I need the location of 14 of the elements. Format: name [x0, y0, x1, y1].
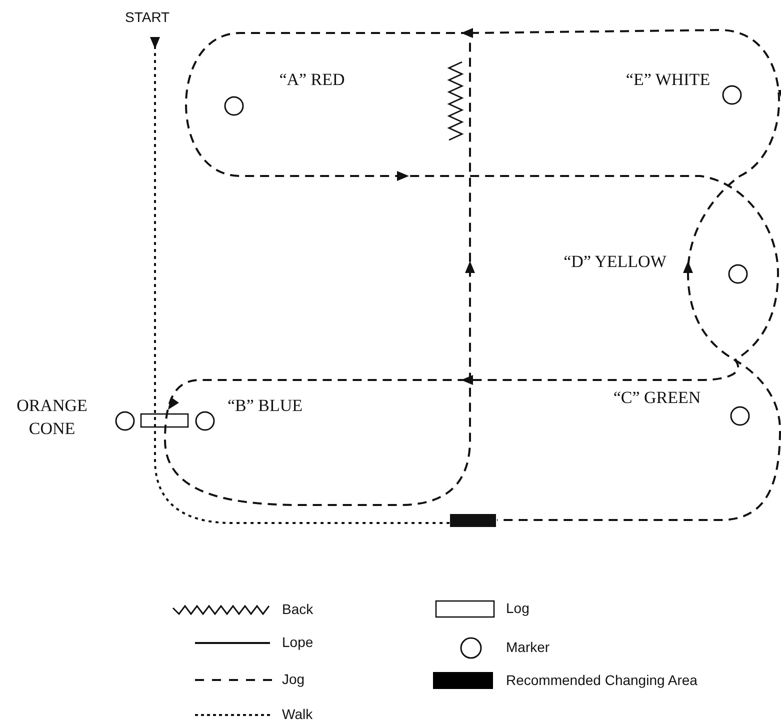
legend-label: Lope: [282, 634, 314, 650]
marker-label: ORANGE CONE: [16, 395, 88, 440]
marker-label: “D” YELLOW: [562, 251, 668, 273]
legend-label: Marker: [506, 639, 550, 655]
legend-label: Log: [506, 600, 530, 616]
marker-label: “C” GREEN: [612, 387, 702, 409]
start-label: START: [125, 8, 171, 26]
marker-label: “E” WHITE: [624, 69, 712, 91]
legend-label: Recommended Changing Area: [506, 672, 698, 688]
legend-label: Jog: [282, 671, 305, 687]
marker-label: “B” BLUE: [226, 395, 304, 417]
legend-label: Back: [282, 601, 314, 617]
marker-label: “A” RED: [278, 69, 346, 91]
legend-label: Walk: [282, 706, 313, 722]
